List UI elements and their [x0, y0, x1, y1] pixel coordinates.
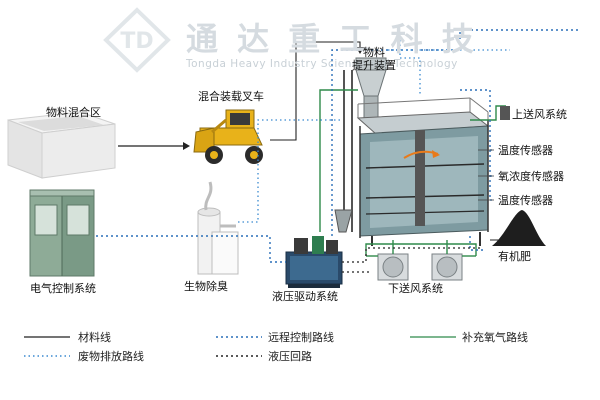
material-line-mix-to-loader	[118, 142, 190, 150]
label-compost: 有机肥	[498, 250, 531, 263]
label-lower-fan: 下送风系统	[388, 282, 443, 295]
label-lift-line: 物料 提升装置	[352, 46, 396, 72]
label-lift: 物料 提升装置	[346, 46, 402, 72]
hydraulic-loop-lines	[342, 247, 480, 273]
legend-label-hydraulic: 液压回路	[268, 350, 312, 363]
bio-deodor-tower	[197, 181, 239, 275]
label-oxygen-sensor: 氧浓度传感器	[498, 170, 564, 183]
electric-cabinets	[29, 189, 95, 277]
lower-fan-left	[377, 253, 409, 281]
legend-label-oxygen: 补充氧气路线	[462, 331, 528, 344]
label-material-mix-area: 物料混合区	[46, 106, 101, 119]
reactor-tank	[356, 97, 490, 246]
legend-label-remote: 远程控制路线	[268, 331, 334, 344]
compost-pile	[492, 210, 546, 246]
logo-mark: TD	[103, 7, 171, 73]
legend-label-waste: 废物排放路线	[78, 350, 144, 363]
label-electric-control: 电气控制系统	[30, 282, 96, 295]
label-temp-sensor-1: 温度传感器	[498, 144, 553, 157]
label-loader: 混合装载叉车	[198, 90, 264, 103]
watermark-company-name-en: Tongda Heavy Industry Science and Techno…	[186, 58, 458, 70]
legend-swatches	[24, 336, 456, 357]
sensor-pointers	[478, 149, 494, 201]
label-hydraulic-drive: 液压驱动系统	[272, 290, 338, 303]
hydraulic-unit	[285, 236, 343, 288]
loader-vehicle	[193, 109, 263, 164]
label-deodor: 生物除臭	[184, 280, 228, 293]
label-upper-fan: 上送风系统	[512, 108, 567, 121]
upper-fan-unit	[470, 105, 510, 121]
material-line-loader-to-lift	[270, 41, 364, 141]
material-mix-bin	[7, 111, 116, 179]
waste-discharge-lines	[238, 40, 510, 223]
material-lift	[334, 57, 387, 233]
lower-fan-right	[431, 253, 463, 281]
legend-label-material: 材料线	[78, 331, 111, 344]
label-temp-sensor-2: 温度传感器	[498, 194, 553, 207]
watermark-company-name: 通 达 重 工 科 技	[186, 20, 478, 58]
svg-text:TD: TD	[120, 29, 153, 54]
